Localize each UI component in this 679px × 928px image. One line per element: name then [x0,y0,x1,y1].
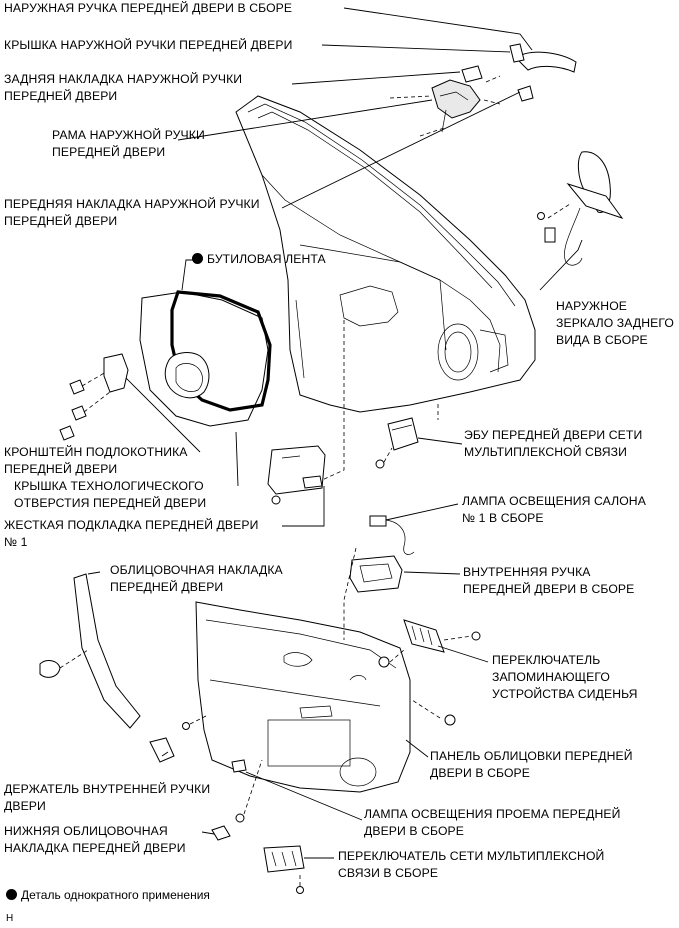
label-text: НАКЛАДКА ПЕРЕДНЕЙ ДВЕРИ [4,841,186,855]
label-text: № 1 В СБОРЕ [462,511,544,525]
seat-memory-switch [403,619,481,653]
label-text: НАРУЖНАЯ РУЧКА ПЕРЕДНЕЙ ДВЕРИ В СБОРЕ [4,1,293,15]
label-text: ПЕРЕДНЯЯ НАКЛАДКА НАРУЖНОЙ РУЧКИ [4,197,260,211]
label-text: МУЛЬТИПЛЕКСНОЙ СВЯЗИ [464,445,627,459]
non-reusable-mark: БУТИЛОВАЯ ЛЕНТА [192,251,326,268]
label-butyl-tape: БУТИЛОВАЯ ЛЕНТА [192,251,326,268]
label-text: ЗЕРКАЛО ЗАДНЕГО [556,316,674,330]
label-mirror: НАРУЖНОЕ ЗЕРКАЛО ЗАДНЕГО ВИДА В СБОРЕ [556,298,674,349]
label-text: ДЕРЖАТЕЛЬ ВНУТРЕННЕЙ РУЧКИ [4,782,211,796]
label-service-hole-cover: КРЫШКА ТЕХНОЛОГИЧЕСКОГО ОТВЕРСТИЯ ПЕРЕДН… [14,478,206,512]
label-text: ПЕРЕДНЕЙ ДВЕРИ [4,89,118,103]
label-inner-handle-bezel: ДЕРЖАТЕЛЬ ВНУТРЕННЕЙ РУЧКИ ДВЕРИ [4,781,210,815]
label-text: ДВЕРИ В СБОРЕ [430,766,531,780]
label-armrest-bracket: КРОНШТЕЙН ПОДЛОКОТНИКА ПЕРЕДНЕЙ ДВЕРИ [4,444,188,478]
label-lower-garnish: НИЖНЯЯ ОБЛИЦОВОЧНАЯ НАКЛАДКА ПЕРЕДНЕЙ ДВ… [4,823,186,857]
door-body [235,95,536,413]
label-text: ЗАДНЯЯ НАКЛАДКА НАРУЖНОЙ РУЧКИ [4,72,243,86]
inner-handle [349,555,403,593]
legend-text: Деталь однократного применения [21,888,210,902]
label-trim-panel: ПАНЕЛЬ ОБЛИЦОВКИ ПЕРЕДНЕЙ ДВЕРИ В СБОРЕ [430,748,633,782]
label-text: ПЕРЕДНЕЙ ДВЕРИ [4,462,118,476]
non-reusable-dot-icon [192,253,203,264]
label-text: РАМА НАРУЖНОЙ РУЧКИ [52,128,205,142]
label-text: ПЕРЕДНЕЙ ДВЕРИ [110,580,224,594]
armrest-bracket [59,353,129,441]
service-hole-cover [139,290,272,427]
label-text: ЛАМПА ОСВЕЩЕНИЯ ПРОЕМА ПЕРЕДНЕЙ [364,807,621,821]
label-text: ПЕРЕКЛЮЧАТЕЛЬ СЕТИ МУЛЬТИПЛЕКСНОЙ [338,849,605,863]
label-text: КРОНШТЕЙН ПОДЛОКОТНИКА [4,445,188,459]
label-ecu: ЭБУ ПЕРЕДНЕЙ ДВЕРИ СЕТИ МУЛЬТИПЛЕКСНОЙ С… [464,427,642,461]
label-text: НАРУЖНОЕ [556,299,627,313]
label-garnish: ОБЛИЦОВОЧНАЯ НАКЛАДКА ПЕРЕДНЕЙ ДВЕРИ [110,562,283,596]
inner-handle-bezel [149,737,175,763]
label-text: ОБЛИЦОВОЧНАЯ НАКЛАДКА [110,563,283,577]
label-courtesy-lamp: ЛАМПА ОСВЕЩЕНИЯ ПРОЕМА ПЕРЕДНЕЙ ДВЕРИ В … [364,806,620,840]
label-handle-frame: РАМА НАРУЖНОЙ РУЧКИ ПЕРЕДНЕЙ ДВЕРИ [52,127,205,161]
label-text: ПЕРЕДНЕЙ ДВЕРИ [52,145,166,159]
lower-garnish [211,825,231,841]
label-text: № 1 [4,535,28,549]
label-text: ПЕРЕДНЕЙ ДВЕРИ [4,214,118,228]
label-text: ЗАПОМИНАЮЩЕГО [492,670,610,684]
leader-lines [87,7,583,859]
label-room-lamp: ЛАМПА ОСВЕЩЕНИЯ САЛОНА № 1 В СБОРЕ [462,493,646,527]
label-text: ВИДА В СБОРЕ [556,333,648,347]
ecu [375,417,419,469]
label-multiplex-switch: ПЕРЕКЛЮЧАТЕЛЬ СЕТИ МУЛЬТИПЛЕКСНОЙ СВЯЗИ … [338,848,604,882]
stiffener [267,445,326,505]
label-text: ВНУТРЕННЯЯ РУЧКА [463,565,591,579]
label-text: ЛАМПА ОСВЕЩЕНИЯ САЛОНА [462,494,646,508]
label-text: ПЕРЕДНЕЙ ДВЕРИ В СБОРЕ [463,582,635,596]
garnish [39,573,141,729]
label-text: ЖЕСТКАЯ ПОДКЛАДКА ПЕРЕДНЕЙ ДВЕРИ [4,518,259,532]
label-text: УСТРОЙСТВА СИДЕНЬЯ [492,687,638,701]
label-text: ПАНЕЛЬ ОБЛИЦОВКИ ПЕРЕДНЕЙ [430,749,633,763]
label-inner-handle: ВНУТРЕННЯЯ РУЧКА ПЕРЕДНЕЙ ДВЕРИ В СБОРЕ [463,564,634,598]
room-lamp [369,515,415,555]
label-text: БУТИЛОВАЯ ЛЕНТА [207,252,326,266]
corner-mark-text: H [6,913,14,924]
label-outer-handle-cover: КРЫШКА НАРУЖНОЙ РУЧКИ ПЕРЕДНЕЙ ДВЕРИ [4,37,292,54]
label-text: СВЯЗИ В СБОРЕ [338,866,439,880]
label-text: ОТВЕРСТИЯ ПЕРЕДНЕЙ ДВЕРИ [14,496,207,510]
label-front-pad: ПЕРЕДНЯЯ НАКЛАДКА НАРУЖНОЙ РУЧКИ ПЕРЕДНЕ… [4,196,260,230]
label-text: КРЫШКА ТЕХНОЛОГИЧЕСКОГО [14,479,204,493]
mirror [537,151,624,266]
label-outer-handle-assy: НАРУЖНАЯ РУЧКА ПЕРЕДНЕЙ ДВЕРИ В СБОРЕ [4,0,292,17]
label-text: ДВЕРИ [4,799,46,813]
label-seat-memory-switch: ПЕРЕКЛЮЧАТЕЛЬ ЗАПОМИНАЮЩЕГО УСТРОЙСТВА С… [492,652,638,703]
label-text: ДВЕРИ В СБОРЕ [364,824,465,838]
label-text: КРЫШКА НАРУЖНОЙ РУЧКИ ПЕРЕДНЕЙ ДВЕРИ [4,38,293,52]
outer-handle [431,43,577,133]
label-text: НИЖНЯЯ ОБЛИЦОВОЧНАЯ [4,824,168,838]
label-rear-pad: ЗАДНЯЯ НАКЛАДКА НАРУЖНОЙ РУЧКИ ПЕРЕДНЕЙ … [4,71,242,105]
courtesy-lamp [231,759,247,823]
legend: Деталь однократного применения [6,888,210,902]
trim-panel [182,601,456,793]
label-stiffener: ЖЕСТКАЯ ПОДКЛАДКА ПЕРЕДНЕЙ ДВЕРИ № 1 [4,517,258,551]
multiplex-switch [263,845,305,894]
non-reusable-dot-icon [6,889,17,900]
label-text: ЭБУ ПЕРЕДНЕЙ ДВЕРИ СЕТИ [464,428,643,442]
label-text: ПЕРЕКЛЮЧАТЕЛЬ [492,653,601,667]
alignment-lines [189,75,571,886]
corner-mark: H [6,912,13,926]
